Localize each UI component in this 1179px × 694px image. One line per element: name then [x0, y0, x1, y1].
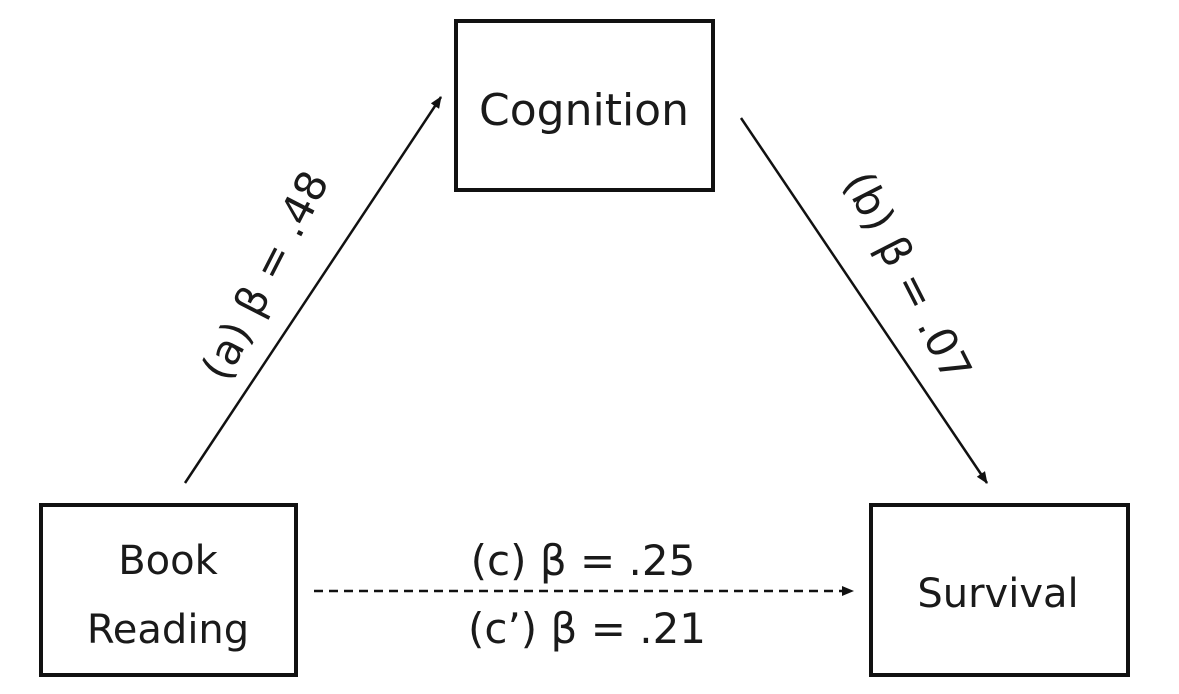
book-reading-label-line2: Reading — [87, 607, 249, 653]
cognition-box — [454, 19, 715, 192]
edge-c-prime-label: (c’) β = .21 — [468, 604, 706, 653]
cognition-node: Cognition — [454, 19, 715, 192]
book-reading-node: Book Reading — [39, 503, 298, 677]
book-reading-box — [39, 503, 298, 677]
survival-node: Survival — [869, 503, 1130, 677]
survival-label: Survival — [917, 571, 1078, 617]
book-reading-label-line1: Book — [118, 538, 218, 584]
edge-a-label: (a) β = .48 — [192, 163, 339, 388]
edge-b-arrow — [739, 117, 989, 484]
edge-a-arrow — [183, 96, 443, 484]
edge-c-label: (c) β = .25 — [471, 536, 696, 585]
cognition-label: Cognition — [479, 85, 689, 136]
edge-b-label: (b) β = .07 — [834, 164, 981, 390]
survival-box — [869, 503, 1130, 677]
